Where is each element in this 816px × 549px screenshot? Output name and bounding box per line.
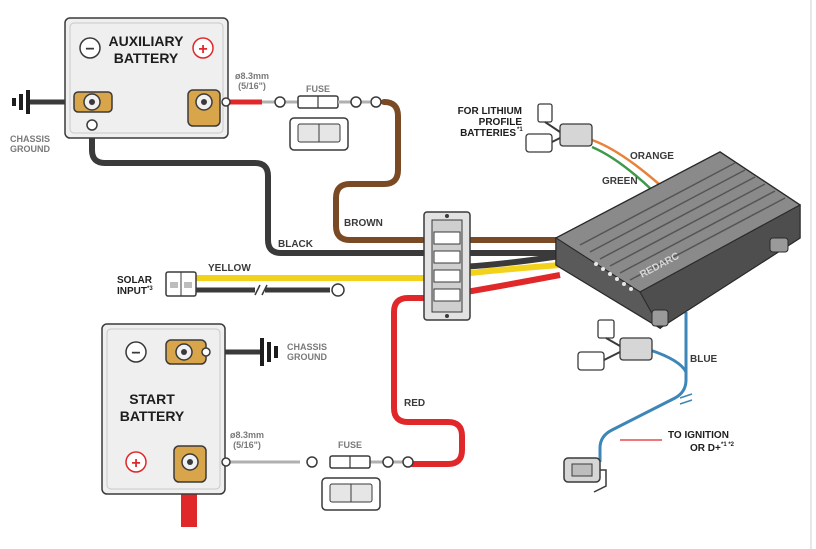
aux-plus-icon bbox=[192, 37, 214, 59]
fuse-top-dia-2: (5/16") bbox=[238, 81, 266, 91]
green-wire-label: GREEN bbox=[602, 176, 638, 187]
blue-break bbox=[679, 393, 693, 405]
black-wire bbox=[89, 122, 563, 256]
start-minus-sign: − bbox=[131, 345, 140, 362]
lithium-label-3: BATTERIES bbox=[460, 128, 516, 139]
start-negative-terminal bbox=[165, 339, 211, 365]
start-battery-title-1: START bbox=[129, 391, 175, 407]
fuse-box-bottom bbox=[321, 477, 381, 511]
blue-wire-connectors bbox=[577, 319, 653, 371]
fuse-bottom-dia-1: ø8.3mm bbox=[230, 430, 264, 440]
fuse-holder-bottom bbox=[306, 455, 414, 469]
chassis-ground-top-line1: CHASSIS bbox=[10, 134, 50, 144]
terminal-block bbox=[423, 211, 471, 321]
fuse-holder-top bbox=[274, 95, 382, 109]
solar-ring-terminal bbox=[331, 283, 345, 297]
ignition-label-2: OR D+ bbox=[690, 443, 721, 454]
fuse-top-dia-1: ø8.3mm bbox=[235, 71, 269, 81]
start-minus-icon bbox=[125, 341, 147, 363]
chassis-ground-icon-top bbox=[12, 90, 30, 114]
lithium-connector bbox=[525, 103, 593, 153]
blue-wire-label: BLUE bbox=[690, 354, 718, 365]
fuse-box-top bbox=[289, 117, 349, 151]
blue-wire-upper bbox=[649, 348, 688, 373]
lithium-label-sup: *1 bbox=[517, 127, 523, 133]
yellow-wire-label: YELLOW bbox=[208, 263, 251, 274]
aux-plus-sign: + bbox=[198, 41, 207, 58]
chassis-ground-mid-line2: GROUND bbox=[287, 352, 327, 362]
fuse-bottom-label: FUSE bbox=[338, 440, 362, 450]
aux-negative-terminal bbox=[73, 91, 113, 131]
ignition-label-1: TO IGNITION bbox=[668, 430, 729, 441]
solar-break bbox=[254, 284, 268, 296]
fuse-bottom-dia-2: (5/16") bbox=[233, 440, 261, 450]
blue-wire bbox=[598, 312, 688, 462]
chassis-ground-mid-line1: CHASSIS bbox=[287, 342, 327, 352]
lithium-label-2: PROFILE bbox=[479, 117, 523, 128]
red-wire-label: RED bbox=[404, 398, 425, 409]
chassis-ground-top-line2: GROUND bbox=[10, 144, 50, 154]
aux-minus-sign: − bbox=[85, 41, 94, 58]
black-wire-label: BLACK bbox=[278, 239, 314, 250]
aux-battery-title-1: AUXILIARY bbox=[109, 33, 185, 49]
lithium-label-1: FOR LITHIUM bbox=[458, 106, 522, 117]
brown-wire bbox=[333, 99, 563, 243]
brown-wire-label: BROWN bbox=[344, 218, 383, 229]
orange-wire-label: ORANGE bbox=[630, 151, 674, 162]
red-wire bbox=[391, 295, 465, 467]
solar-label-2: INPUT bbox=[117, 286, 147, 297]
solar-label-sup: *3 bbox=[147, 286, 153, 292]
orange-wire bbox=[591, 138, 661, 186]
fuse-top-label: FUSE bbox=[306, 84, 330, 94]
solar-label-1: SOLAR bbox=[117, 275, 153, 286]
aux-minus-icon bbox=[79, 37, 101, 59]
redarc-charger bbox=[554, 151, 802, 330]
aux-positive-terminal bbox=[187, 89, 231, 127]
ignition-connector bbox=[563, 457, 607, 493]
solar-connector bbox=[165, 271, 197, 297]
start-positive-terminal bbox=[173, 445, 231, 483]
ignition-label-sup: *1 *2 bbox=[721, 442, 735, 448]
green-wire bbox=[591, 145, 653, 191]
chassis-ground-icon-mid bbox=[260, 338, 278, 366]
start-plus-sign: + bbox=[131, 455, 140, 472]
start-plus-icon bbox=[125, 451, 147, 473]
start-battery-title-2: BATTERY bbox=[120, 408, 185, 424]
aux-battery-title-2: BATTERY bbox=[114, 50, 179, 66]
